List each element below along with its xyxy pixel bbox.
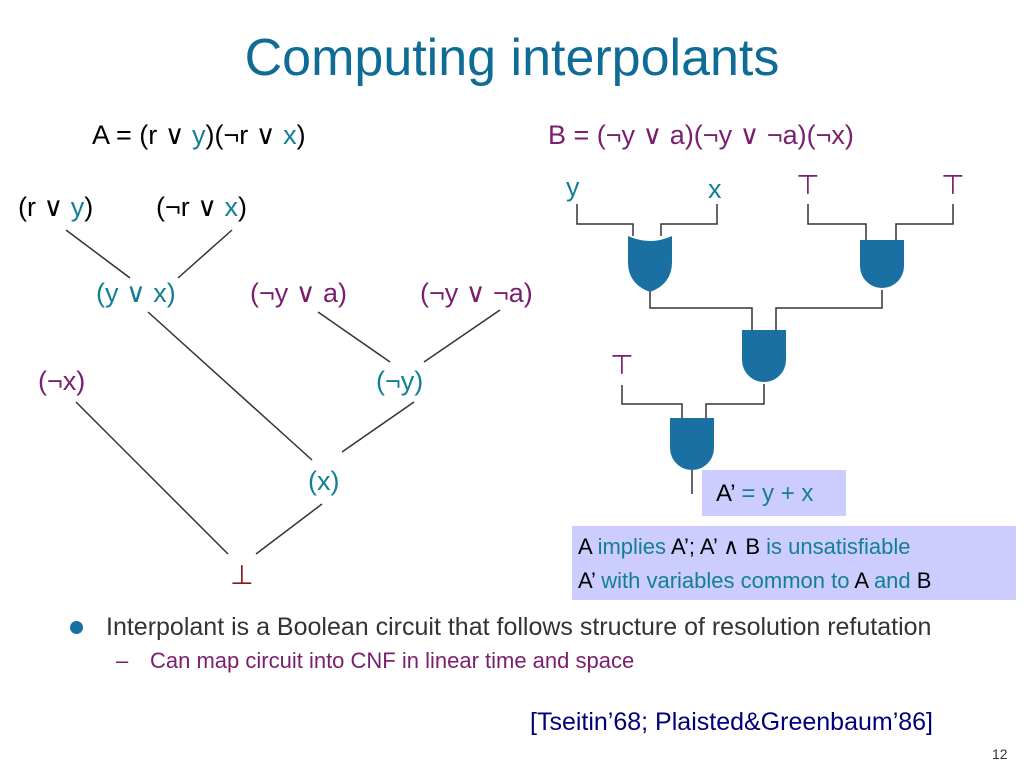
prop2-text: with variables common to (595, 568, 855, 593)
interpolant-properties-box: A implies A’; A’ ∧ B is unsatisfiable A’… (572, 526, 1016, 600)
wire-y (576, 204, 634, 236)
prop1-aprime: A’ (670, 534, 689, 559)
input-y: y (566, 172, 580, 202)
clause-ny-or-a: (¬y ∨ a) (250, 278, 348, 308)
edge-nyna-ny (423, 309, 501, 363)
edge-nya-ny (317, 311, 391, 363)
formula-a-suffix: ) (296, 120, 306, 150)
clause-x: (x) (308, 466, 340, 496)
wire-gate2-out (775, 290, 883, 330)
bullet-sub: – Can map circuit into CNF in linear tim… (70, 646, 970, 676)
wire-top2 (895, 204, 954, 240)
formula-b: B = (¬y ∨ a)(¬y ∨ ¬a)(¬x) (548, 120, 854, 150)
wire-gate3-out (705, 384, 765, 418)
input-x: x (708, 174, 722, 204)
clause-r-or-y: (r ∨ y) (18, 192, 93, 223)
clause-nr-or-x-prefix: (¬r ∨ (156, 192, 225, 222)
interpolant-result-box: A’ = y + x (702, 470, 846, 516)
clause-ny: (¬y) (376, 366, 424, 396)
formula-a-y: y (192, 120, 206, 150)
bullet-main: Interpolant is a Boolean circuit that fo… (70, 612, 970, 642)
or-gate-1 (628, 236, 672, 292)
clause-y-or-x: (y ∨ x) (96, 278, 176, 308)
slide-title: Computing interpolants (244, 29, 780, 87)
prop1-implies: implies (591, 534, 671, 559)
clause-nx: (¬x) (38, 366, 86, 396)
edge-ny-x (341, 401, 415, 453)
input-top-2: ⊤ (941, 170, 965, 200)
prop1-sep: ; (688, 534, 700, 559)
property-line-1: A implies A’; A’ ∧ B is unsatisfiable (578, 534, 910, 560)
clause-nr-or-x-var: x (224, 192, 239, 222)
empty-clause-bottom: ⊥ (230, 560, 254, 590)
clause-r-or-y-var: y (70, 192, 85, 222)
prop1-unsat: is unsatisfiable (760, 534, 911, 559)
wire-top1 (807, 204, 867, 240)
input-top-1: ⊤ (796, 170, 820, 200)
prop2-a: A (854, 568, 868, 593)
gates (628, 236, 904, 470)
and-gate-3 (670, 418, 714, 470)
clause-nr-or-x-suffix: ) (238, 192, 248, 222)
prop1-a: A (578, 534, 592, 559)
prop2-aprime: A’ (578, 568, 596, 593)
bullet-sub-text: Can map circuit into CNF in linear time … (150, 648, 635, 673)
bullet-main-text: Interpolant is a Boolean circuit that fo… (106, 613, 932, 641)
clause-r-or-y-suffix: ) (84, 192, 94, 222)
clause-ny-or-na: (¬y ∨ ¬a) (420, 278, 533, 308)
prop2-and: and (867, 568, 917, 593)
input-top-3: ⊤ (610, 350, 634, 380)
page-number: 12 (992, 746, 1008, 762)
wire-x (660, 204, 718, 236)
property-line-2: A’ with variables common to A and B (578, 568, 931, 594)
formula-a-mid: )(¬r ∨ (205, 120, 284, 150)
formula-a-prefix: A = (r ∨ (92, 120, 193, 150)
and-gate-2 (742, 330, 786, 382)
wire-gate1-out (649, 290, 753, 330)
interpolant-equation: = y + x (734, 480, 814, 507)
interpolant-name: A’ (716, 480, 735, 507)
clause-nr-or-x: (¬r ∨ x) (156, 192, 247, 223)
bullet-dot-icon (70, 621, 83, 634)
and-gate-1 (860, 240, 904, 288)
formula-a: A = (r ∨ y)(¬r ∨ x) (92, 120, 306, 151)
edge-leaf2-yx (177, 229, 233, 279)
formula-a-x: x (283, 120, 297, 150)
wire-top3 (621, 385, 683, 418)
edge-x-bottom (255, 503, 323, 555)
bullet-list: Interpolant is a Boolean circuit that fo… (70, 612, 970, 676)
prop1-conj: A’ ∧ B (699, 534, 761, 559)
edge-leaf1-yx (65, 229, 131, 279)
edge-yx-x (147, 311, 313, 461)
interpolant-result-text: A’ = y + x (716, 480, 813, 508)
prop2-b: B (916, 568, 932, 593)
clause-r-or-y-prefix: (r ∨ (18, 192, 71, 222)
dash-icon: – (116, 648, 129, 673)
edge-nx-bottom (75, 401, 229, 555)
citation: [Tseitin’68; Plaisted&Greenbaum’86] (530, 708, 934, 736)
